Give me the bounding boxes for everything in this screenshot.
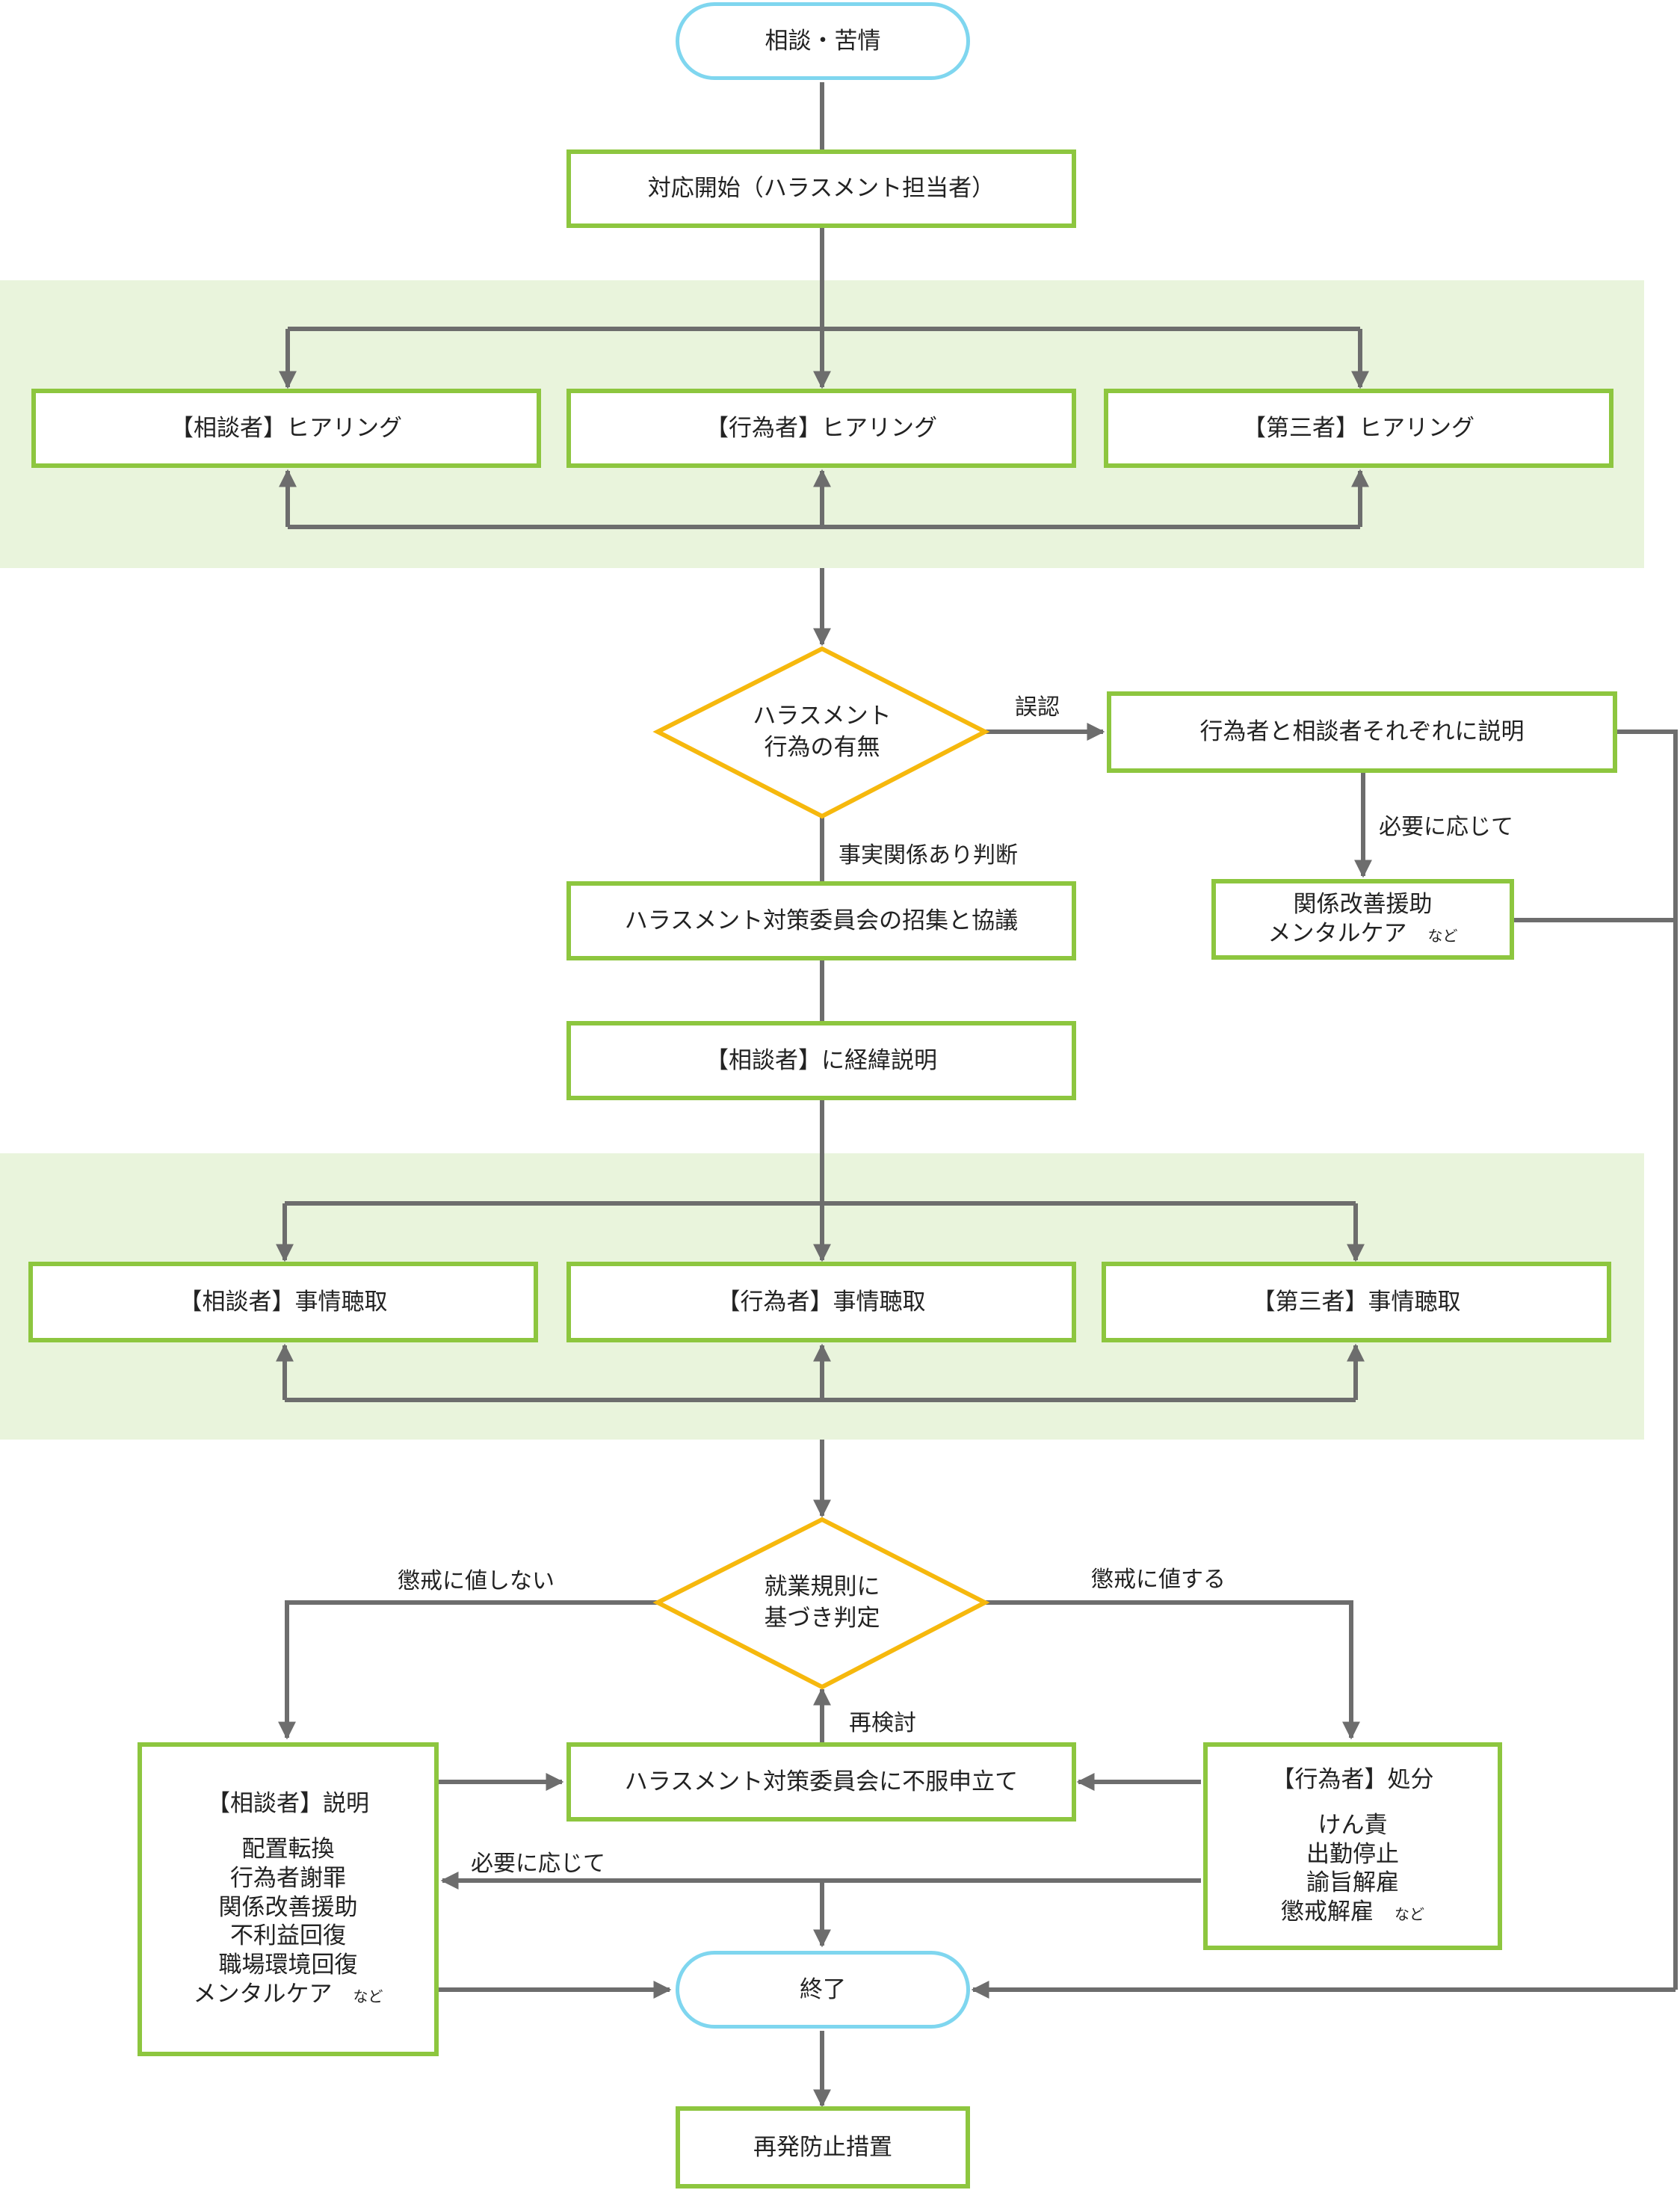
right-feedback-line bbox=[1614, 730, 1678, 1990]
consultant-item-6: メンタルケア bbox=[193, 1980, 333, 2008]
arrow-not-worthy bbox=[278, 1600, 658, 1740]
label-as-needed-1: 必要に応じて bbox=[1379, 814, 1513, 840]
begin-box: 対応開始（ハラスメント担当者） bbox=[566, 149, 1076, 228]
relationship-line-2: メンタルケア bbox=[1267, 920, 1407, 947]
decision2-line-1: 就業規則に bbox=[764, 1573, 880, 1601]
inq-consultant-box: 【相談者】事情聴取 bbox=[28, 1262, 538, 1342]
relationship-box: 関係改善援助 メンタルケア など bbox=[1211, 879, 1514, 960]
punish-item-3: 諭旨解雇 bbox=[1306, 1869, 1399, 1897]
prevent-box: 再発防止措置 bbox=[676, 2106, 970, 2189]
explain-progress-label: 【相談者】に経緯説明 bbox=[705, 1046, 937, 1074]
hear-consultant-label: 【相談者】ヒアリング bbox=[170, 414, 402, 442]
label-worthy: 懲戒に値する bbox=[1091, 1567, 1226, 1593]
consultant-explain-etc: など bbox=[353, 1987, 383, 2005]
begin-label: 対応開始（ハラスメント担当者） bbox=[647, 175, 995, 203]
hear-consultant-box: 【相談者】ヒアリング bbox=[31, 389, 541, 468]
appeal-box: ハラスメント対策委員会に不服申立て bbox=[566, 1742, 1076, 1822]
end-label: 終了 bbox=[800, 1975, 846, 2003]
relationship-etc: など bbox=[1427, 927, 1458, 945]
punish-item-1: けん責 bbox=[1318, 1811, 1388, 1839]
consultant-item-3: 関係改善援助 bbox=[218, 1893, 358, 1921]
consultant-explain-box: 【相談者】説明 配置転換 行為者謝罪 関係改善援助 不利益回復 職場環境回復 メ… bbox=[138, 1742, 439, 2056]
actor-punish-etc: など bbox=[1395, 1905, 1424, 1924]
label-reconsider: 再検討 bbox=[849, 1710, 916, 1736]
explain-progress-box: 【相談者】に経緯説明 bbox=[566, 1021, 1076, 1100]
hear-actor-label: 【行為者】ヒアリング bbox=[705, 414, 937, 442]
appeal-label: ハラスメント対策委員会に不服申立て bbox=[624, 1768, 1019, 1795]
consultant-item-5: 職場環境回復 bbox=[218, 1952, 358, 1979]
decision2-text: 就業規則に 基づき判定 bbox=[673, 1558, 972, 1648]
explain-both-label: 行為者と相談者それぞれに説明 bbox=[1199, 718, 1525, 746]
inq-third-label: 【第三者】事情聴取 bbox=[1252, 1288, 1461, 1315]
inq-actor-box: 【行為者】事情聴取 bbox=[566, 1262, 1076, 1342]
decision1-diamond bbox=[652, 646, 990, 819]
decision1-line-2: 行為の有無 bbox=[764, 734, 880, 761]
committee-box: ハラスメント対策委員会の招集と協議 bbox=[566, 881, 1076, 960]
consultant-item-2: 行為者謝罪 bbox=[230, 1864, 346, 1892]
actor-punish-title: 【行為者】処分 bbox=[1271, 1766, 1434, 1794]
punish-item-4: 懲戒解雇 bbox=[1281, 1898, 1374, 1926]
decision2-line-2: 基づき判定 bbox=[764, 1605, 880, 1632]
hear-third-box: 【第三者】ヒアリング bbox=[1104, 389, 1613, 468]
inq-actor-label: 【行為者】事情聴取 bbox=[717, 1288, 926, 1315]
actor-punish-box: 【行為者】処分 けん責 出勤停止 諭旨解雇 懲戒解雇 など bbox=[1203, 1742, 1502, 1950]
label-fact-confirmed: 事実関係あり判断 bbox=[839, 842, 1018, 869]
decision1-text: ハラスメント 行為の有無 bbox=[673, 688, 972, 777]
prevent-label: 再発防止措置 bbox=[753, 2133, 892, 2161]
label-not-worthy: 懲戒に値しない bbox=[398, 1568, 555, 1594]
start-label: 相談・苦情 bbox=[765, 27, 881, 55]
arrow-worthy bbox=[985, 1600, 1360, 1740]
explain-both-box: 行為者と相談者それぞれに説明 bbox=[1107, 691, 1617, 773]
hear-actor-box: 【行為者】ヒアリング bbox=[566, 389, 1076, 468]
label-as-needed-2: 必要に応じて bbox=[471, 1851, 605, 1877]
decision2-diamond bbox=[652, 1517, 990, 1690]
consultant-item-1: 配置転換 bbox=[241, 1836, 335, 1863]
inq-third-box: 【第三者】事情聴取 bbox=[1102, 1262, 1611, 1342]
consultant-item-4: 不利益回復 bbox=[230, 1922, 346, 1950]
start-terminal: 相談・苦情 bbox=[676, 2, 970, 80]
hear-third-label: 【第三者】ヒアリング bbox=[1243, 414, 1474, 442]
inq-consultant-label: 【相談者】事情聴取 bbox=[179, 1288, 388, 1315]
punish-item-2: 出勤停止 bbox=[1306, 1840, 1399, 1868]
committee-label: ハラスメント対策委員会の招集と協議 bbox=[624, 907, 1019, 934]
relationship-line-1: 関係改善援助 bbox=[1293, 891, 1433, 919]
decision1-line-1: ハラスメント bbox=[753, 703, 892, 730]
label-misconception: 誤認 bbox=[1015, 694, 1060, 721]
end-terminal: 終了 bbox=[676, 1951, 970, 2029]
consultant-explain-title: 【相談者】説明 bbox=[207, 1790, 369, 1818]
